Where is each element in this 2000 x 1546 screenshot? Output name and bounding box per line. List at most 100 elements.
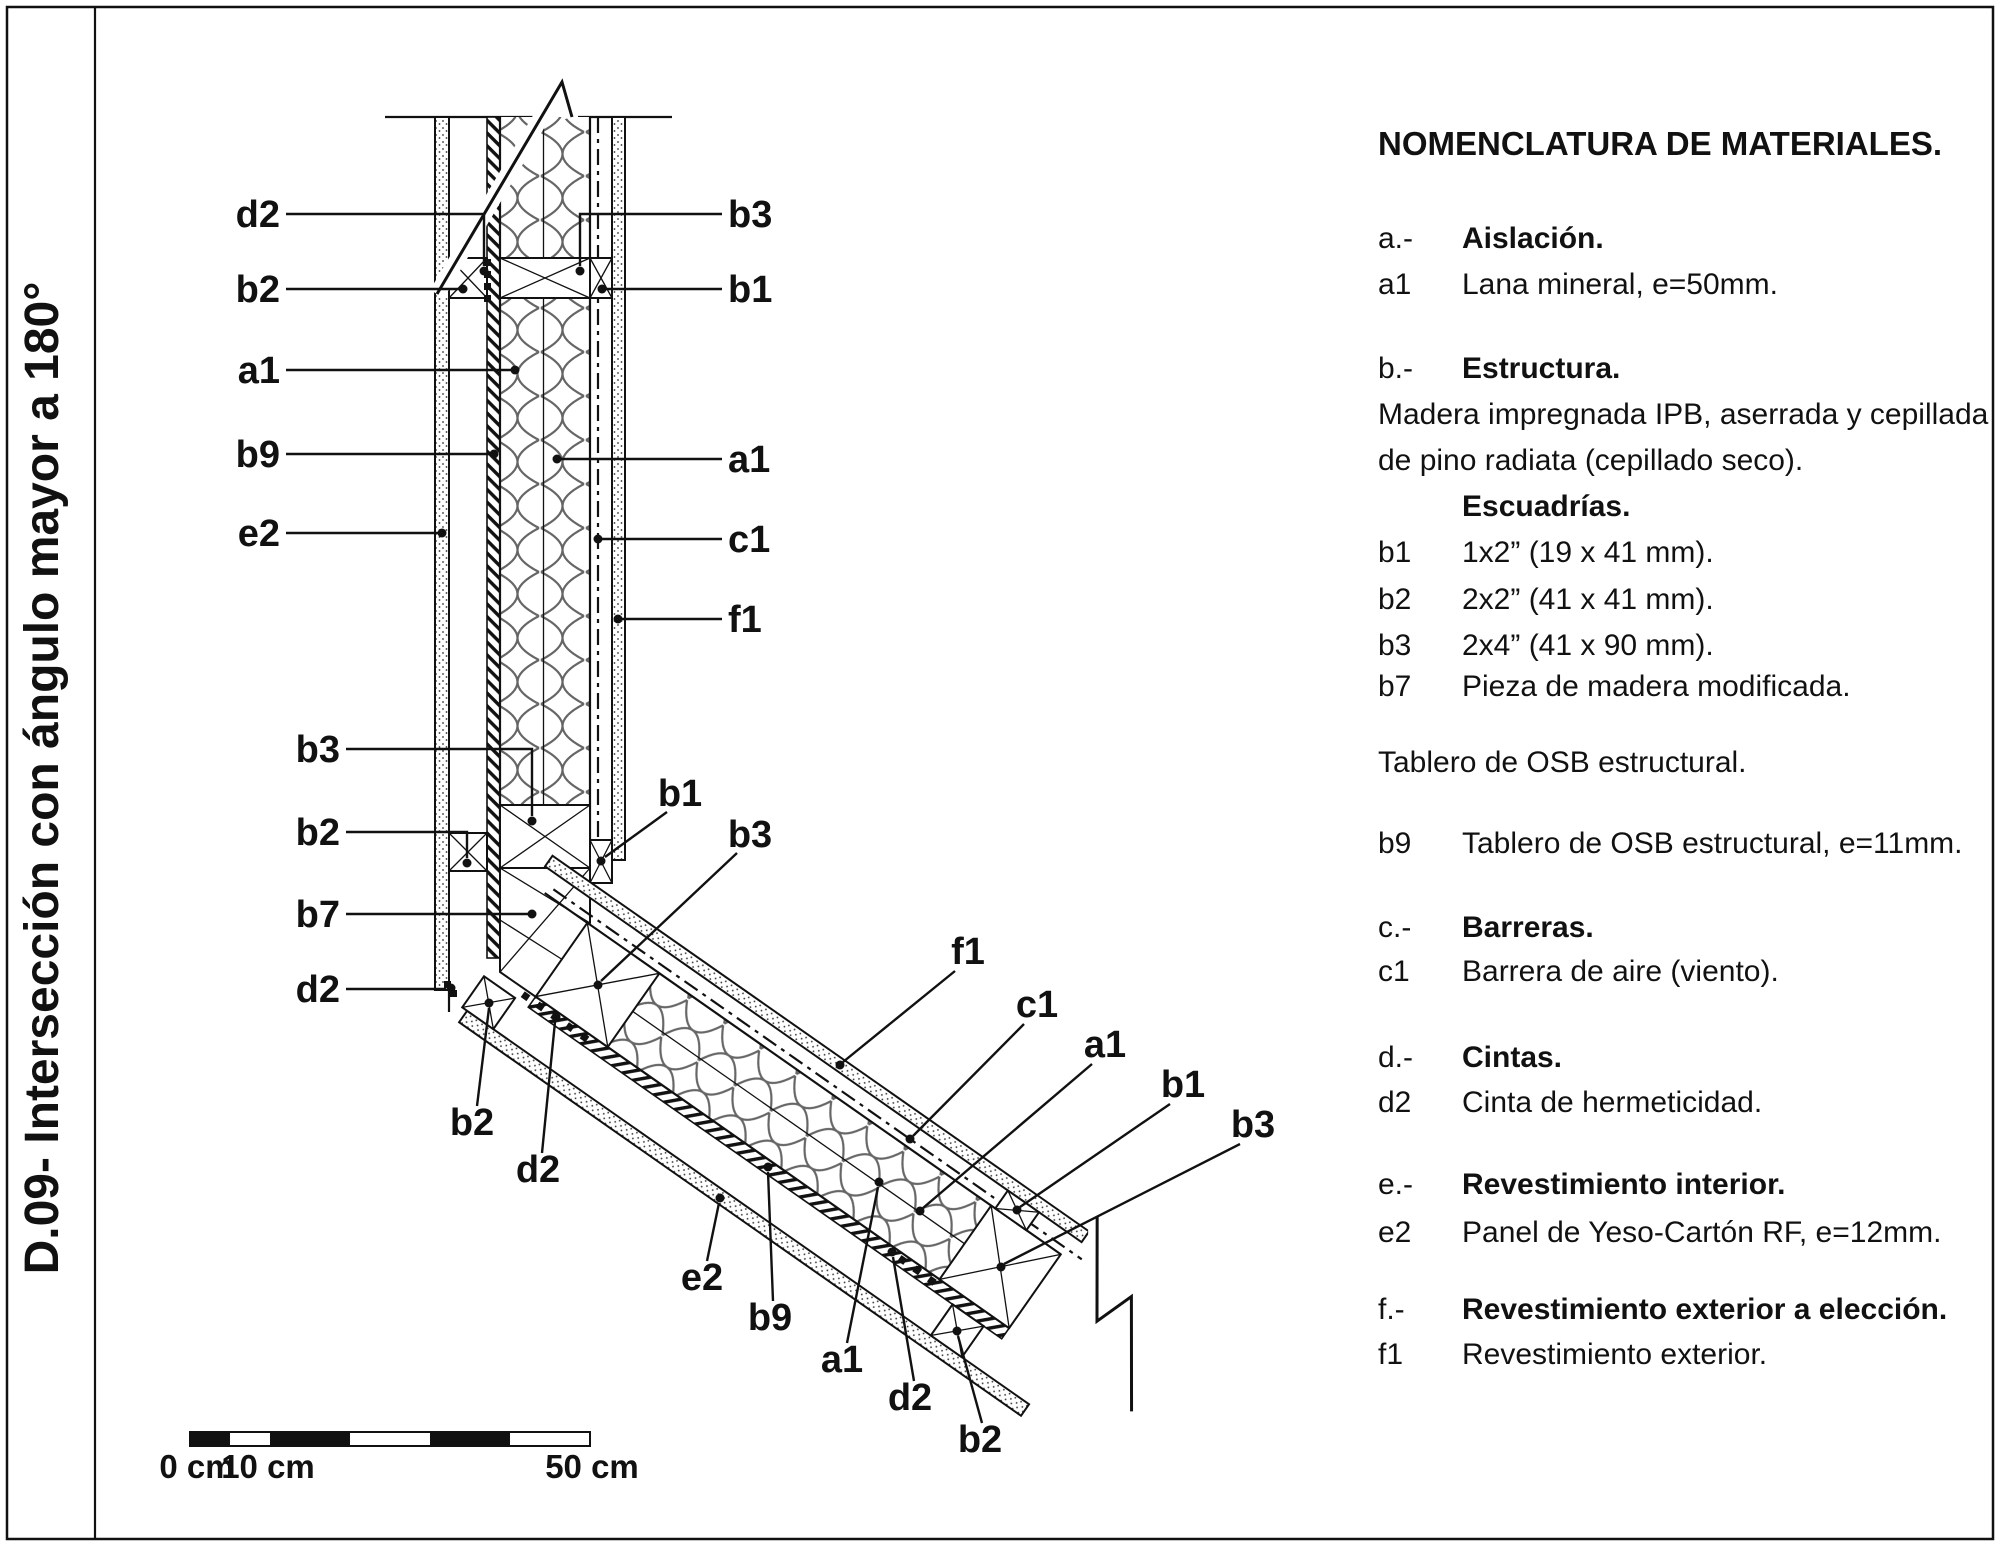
label-e2: e2: [238, 513, 280, 555]
d2-tape-marks: [484, 259, 491, 302]
sheet-title: D.09- Intersección con ángulo mayor a 18…: [16, 282, 69, 1275]
legend-key: b1: [1378, 536, 1412, 569]
legend-row: a.-Aislación.: [1378, 222, 1604, 255]
legend-row: Escuadrías.: [1378, 490, 1630, 523]
legend-row: b1 1x2” (19 x 41 mm).: [1378, 536, 1714, 569]
legend-row: Madera impregnada IPB, aserrada y cepill…: [1378, 398, 1988, 431]
e2-gypsum-layer: [434, 116, 450, 991]
legend-row: Tablero de OSB estructural.: [1378, 746, 1747, 779]
legend-text: 2x4” (41 x 90 mm).: [1462, 629, 1714, 662]
label-a1: a1: [821, 1339, 863, 1381]
label-d2: d2: [236, 194, 280, 236]
label-b9: b9: [748, 1297, 792, 1339]
legend-key: f1: [1378, 1338, 1404, 1371]
scale-bar: 0 cm 10 cm 50 cm: [159, 1431, 639, 1485]
label-b1: b1: [728, 269, 772, 311]
sheet-border: [5, 5, 1995, 1541]
f1-cladding-layer: [543, 854, 1091, 1244]
label-b2: b2: [450, 1102, 494, 1144]
legend-row: a1 Lana mineral, e=50mm.: [1378, 268, 1778, 301]
legend-row: e.- Revestimiento interior.: [1378, 1168, 1785, 1201]
label-b3: b3: [728, 814, 772, 856]
annotation-labels: d2 b2 a1 b9 e2 b3 b2 b7 d2 b3 b1 a1 c1 f…: [236, 194, 1276, 1461]
label-b9: b9: [236, 434, 280, 476]
label-d2: d2: [296, 969, 340, 1011]
legend-text: Panel de Yeso-Cartón RF, e=12mm.: [1462, 1216, 1942, 1249]
legend-key: d.-: [1378, 1041, 1414, 1074]
leader-lines: [286, 212, 1241, 1424]
label-c1: c1: [728, 519, 770, 561]
legend-key: d2: [1378, 1086, 1412, 1119]
a1-insulation: [607, 973, 992, 1280]
legend-row: b3 2x4” (41 x 90 mm).: [1378, 629, 1714, 662]
f1-cladding-layer: [611, 116, 626, 861]
legend-text: Revestimiento interior.: [1462, 1168, 1786, 1201]
legend-text: 2x2” (41 x 41 mm).: [1462, 583, 1714, 616]
label-b3: b3: [728, 194, 772, 236]
legend-key: e.-: [1378, 1168, 1414, 1201]
label-b2: b2: [958, 1419, 1002, 1461]
legend-row: c.- Barreras.: [1378, 911, 1594, 944]
legend-row: c1 Barrera de aire (viento).: [1378, 955, 1779, 988]
label-b2: b2: [296, 812, 340, 854]
legend-key: b9: [1378, 827, 1412, 860]
label-f1: f1: [728, 599, 762, 641]
legend-text: Revestimiento exterior a elección.: [1462, 1293, 1948, 1326]
scale-label-10: 10 cm: [221, 1448, 315, 1485]
legend-key: b3: [1378, 629, 1412, 662]
legend-key: b7: [1378, 670, 1412, 703]
legend-row: b7 Pieza de madera modificada.: [1378, 670, 1851, 703]
legend-row: b9 Tablero de OSB estructural, e=11mm.: [1378, 827, 1963, 860]
diagonal-wall: [457, 854, 1141, 1418]
label-b2: b2: [236, 269, 280, 311]
label-a1: a1: [238, 350, 280, 392]
b9-osb-layer: [486, 116, 501, 959]
legend-text: Lana mineral, e=50mm.: [1462, 268, 1778, 301]
e2-gypsum-layer: [457, 1009, 1031, 1418]
a1-insulation: [500, 117, 590, 805]
label-a1: a1: [728, 439, 770, 481]
legend-text: de pino radiata (cepillado seco).: [1378, 444, 1804, 477]
legend-row: f.- Revestimiento exterior a elección.: [1378, 1293, 1947, 1326]
label-c1: c1: [1016, 984, 1058, 1026]
legend-row: b.- Estructura.: [1378, 352, 1620, 385]
legend-key: c1: [1378, 955, 1410, 988]
d2-tape-marks: [450, 990, 457, 997]
label-b3: b3: [1231, 1104, 1275, 1146]
legend-title: NOMENCLATURA DE MATERIALES.: [1378, 125, 1943, 162]
d2-tape-marks: [444, 981, 451, 988]
legend-key: e2: [1378, 1216, 1412, 1249]
label-d2: d2: [888, 1377, 932, 1419]
legend-row: de pino radiata (cepillado seco).: [1378, 444, 1803, 477]
label-b1: b1: [658, 773, 702, 815]
legend-text: 1x2” (19 x 41 mm).: [1462, 536, 1714, 569]
legend-row: e2 Panel de Yeso-Cartón RF, e=12mm.: [1378, 1216, 1941, 1249]
legend-text: Cintas.: [1462, 1041, 1563, 1074]
label-a1: a1: [1084, 1024, 1126, 1066]
break-line-symbol: [1095, 1216, 1134, 1412]
label-d2: d2: [516, 1149, 560, 1191]
legend-text: Escuadrías.: [1462, 490, 1631, 523]
legend-text: Cinta de hermeticidad.: [1462, 1086, 1763, 1119]
legend-text: Estructura.: [1462, 352, 1621, 385]
legend-row: d2 Cinta de hermeticidad.: [1378, 1086, 1762, 1119]
legend-row: d.- Cintas.: [1378, 1041, 1562, 1074]
legend-key: f.-: [1378, 1293, 1405, 1326]
legend-text: Tablero de OSB estructural, e=11mm.: [1462, 827, 1963, 860]
c1-air-barrier-line: [552, 888, 1083, 1261]
legend-key: c.-: [1378, 911, 1412, 944]
legend-key: a1: [1378, 268, 1412, 301]
legend-text: Barrera de aire (viento).: [1462, 955, 1779, 988]
legend-text: Pieza de madera modificada.: [1462, 670, 1851, 703]
legend-key: b.-: [1378, 352, 1414, 385]
label-b1: b1: [1161, 1064, 1205, 1106]
scale-label-50: 50 cm: [545, 1448, 639, 1485]
scale-label-0: 0 cm: [159, 1448, 234, 1485]
label-b3: b3: [296, 729, 340, 771]
legend-text: Barreras.: [1462, 911, 1594, 944]
vertical-wall: [385, 61, 672, 1012]
